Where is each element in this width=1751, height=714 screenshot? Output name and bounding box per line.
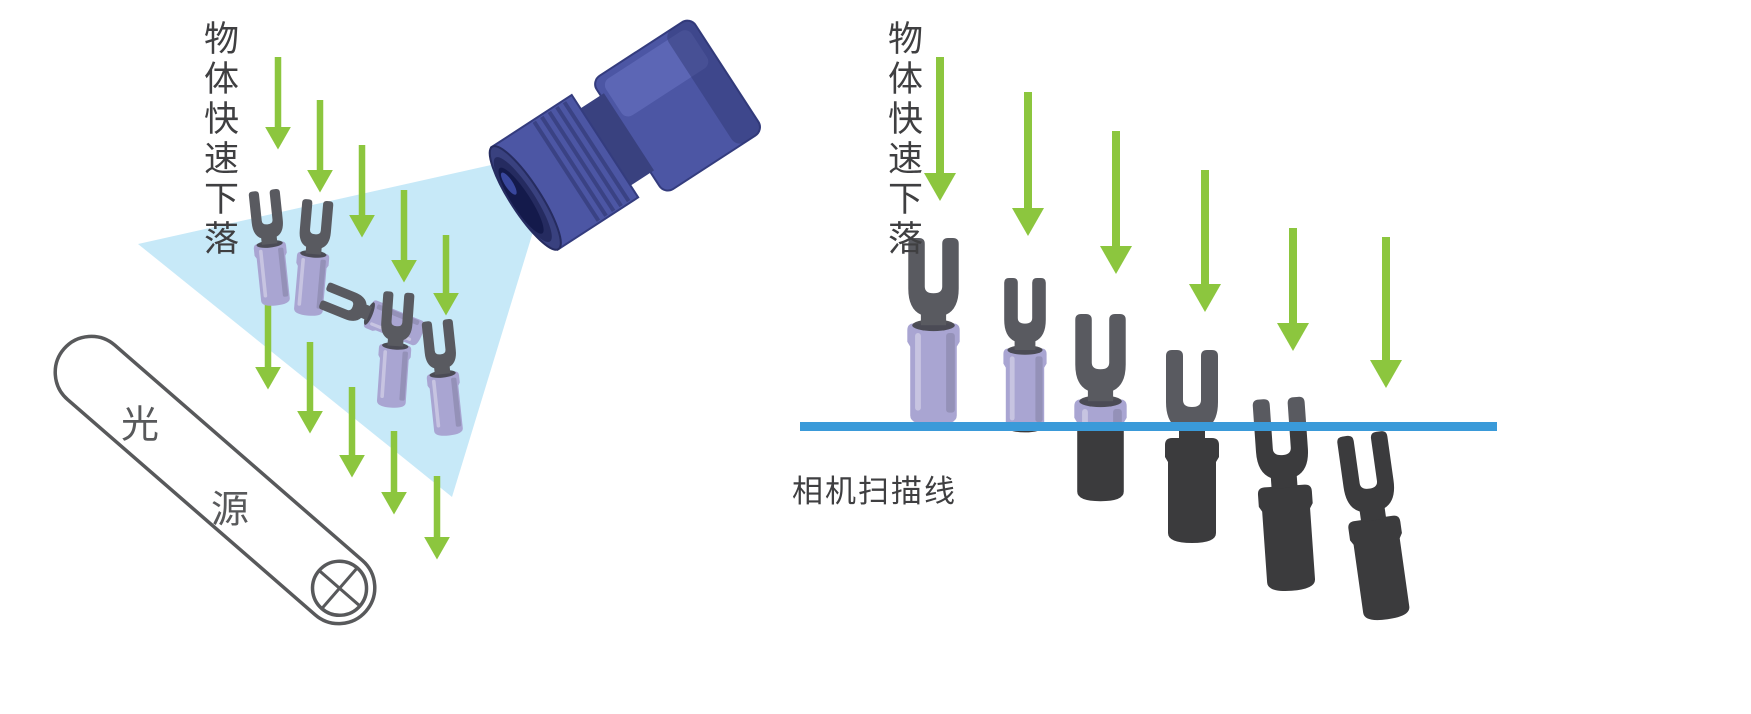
camera-body-shade [667,20,760,144]
terminal-silhouette [1335,430,1414,623]
light-source-tube [53,334,377,626]
lens-knurl-ring [532,101,631,222]
light-source-char: 光 [120,402,160,447]
falling-arrows-left [255,57,459,560]
camera-scan-line [800,422,1497,431]
line-scan-camera [488,19,761,252]
right-falling-label: 物体快速下落 [882,20,922,260]
light-source-char: 源 [210,487,250,532]
camera-mount [577,93,655,188]
falling-arrows-right [924,57,1402,388]
tube-body [53,334,377,626]
lamp-symbol-cross [321,567,358,609]
camera-body-highlight [604,30,709,117]
lens-glint [500,172,517,195]
terminal [907,238,960,426]
terminal [1003,278,1047,427]
right-panel [800,57,1497,623]
left-panel [53,19,761,626]
scan-line-label: 相机扫描线 [792,474,957,510]
left-falling-label: 物体快速下落 [198,20,238,260]
